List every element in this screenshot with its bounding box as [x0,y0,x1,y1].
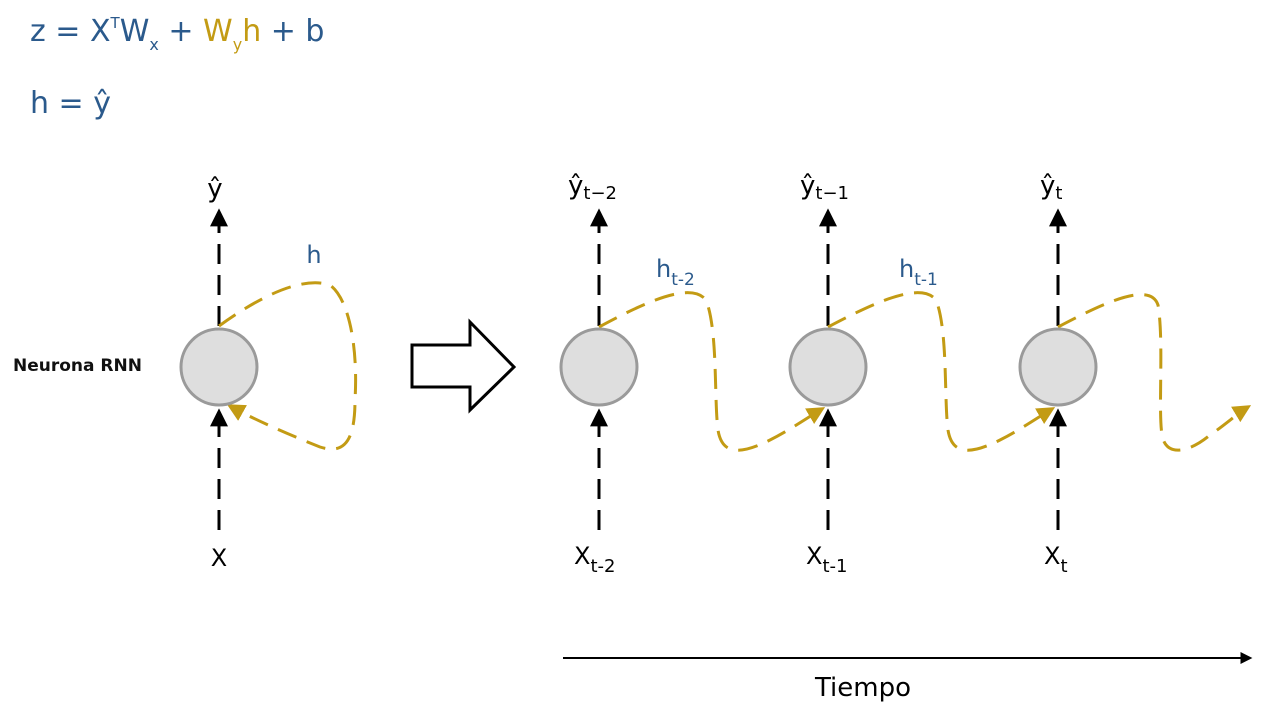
eq-wy-h: h [242,14,262,49]
time-axis-label: Tiempo [814,673,911,703]
input-label-t-1: Xt-1 [806,542,847,577]
input-label-t: Xt [1044,542,1068,577]
eq-wy: Wyh [203,14,262,54]
eq-wy-sub: y [232,35,243,54]
neuron-label: Neurona RNN [13,356,142,376]
eq-wy-w: W [203,14,233,49]
hidden-label-t-2: ht-2 [656,255,695,290]
eq-z-lhs: z = X [30,14,111,49]
eq-plus: + [158,14,204,49]
folded-recurrent-loop [218,281,358,451]
input-label-t-2: Xt-2 [574,542,615,577]
eq-wx-sub: x [149,35,159,54]
hidden-label-t-1: ht-1 [899,255,938,290]
equation-z: z = XTWx + Wyh + b [30,14,325,54]
eq-z-rest: + b [261,14,325,49]
neuron-node-t-2 [559,327,639,407]
neuron-node-t-1 [788,327,868,407]
output-label-t-1: ŷt−1 [800,171,849,204]
neuron-node-t [1018,327,1098,407]
equation-h: h = ŷ [30,86,111,121]
output-label-t-2: ŷt−2 [568,171,617,204]
hidden-path-t-1 [827,291,1056,452]
unfold-arrow-icon [410,318,517,414]
folded-hidden-label: h [306,241,321,269]
hidden-path-t-2 [598,291,826,452]
folded-neuron-node [179,327,259,407]
eq-wx: W [119,14,150,49]
folded-output-label: ŷ [207,174,222,204]
folded-input-label: X [211,544,227,572]
output-label-t: ŷt [1040,171,1062,204]
eq-transpose: T [110,14,120,32]
hidden-path-t [1057,293,1252,452]
